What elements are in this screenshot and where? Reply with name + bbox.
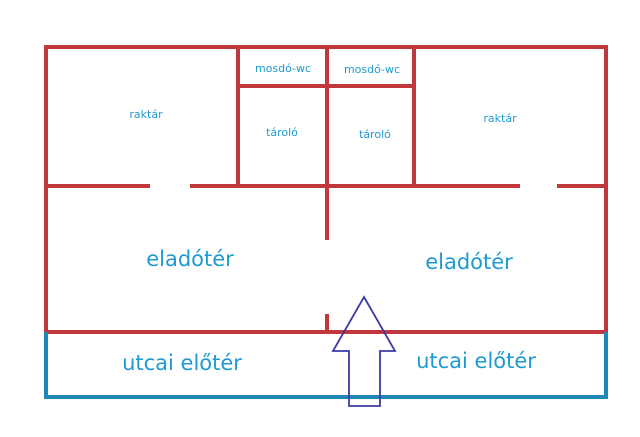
room-label: eladótér — [425, 250, 513, 274]
room-label: utcai előtér — [122, 351, 242, 375]
walls — [44, 45, 608, 334]
room-label: raktár — [483, 112, 517, 125]
street-boundary — [44, 332, 608, 399]
room-label: raktár — [129, 108, 163, 121]
room-label: utcai előtér — [416, 349, 536, 373]
arrow-up-icon — [331, 295, 397, 407]
room-label: mosdó-wc — [255, 62, 311, 75]
room-label: eladótér — [146, 247, 234, 271]
room-label: tároló — [266, 126, 298, 139]
room-label: mosdó-wc — [344, 63, 400, 76]
room-label: tároló — [359, 128, 391, 141]
